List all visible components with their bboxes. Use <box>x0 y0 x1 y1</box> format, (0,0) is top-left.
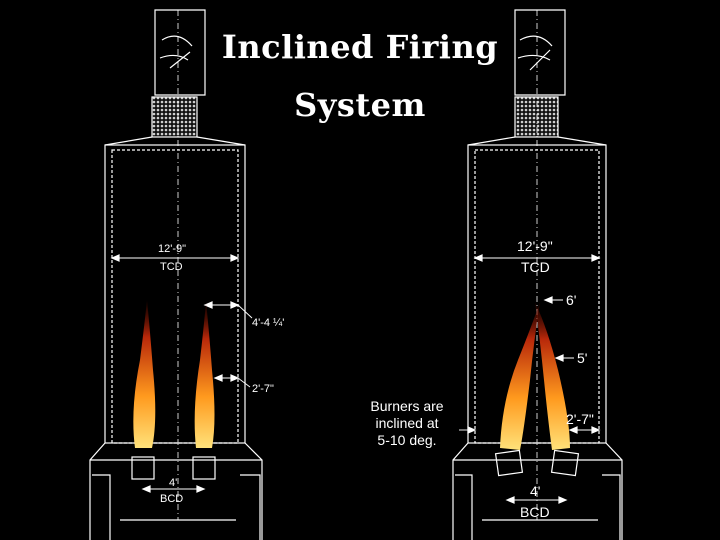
right-burner-1 <box>494 449 524 477</box>
left-flame-2 <box>194 302 215 448</box>
right-flame-2 <box>535 302 570 450</box>
left-damper-blade <box>159 35 193 69</box>
left-burner-offset-label: 2'-7" <box>252 383 274 395</box>
left-flame-offset-label: 4'-4 ¼' <box>252 317 284 329</box>
right-stack <box>514 9 566 96</box>
left-burner-leader <box>237 377 251 388</box>
note-line-2: inclined at <box>375 415 439 431</box>
right-transition <box>467 136 607 146</box>
right-mid-offset-label: 5' <box>577 350 587 366</box>
title-line-1: Inclined Firing <box>221 28 499 66</box>
right-bcd-value: 4' <box>530 483 540 499</box>
left-shell-outer <box>104 144 246 444</box>
left-damper-mesh <box>151 96 198 138</box>
left-burner-1 <box>131 456 155 480</box>
right-base <box>452 442 623 540</box>
left-flame-leader <box>237 304 253 319</box>
left-tcd-value: 12'-9" <box>158 243 186 255</box>
right-burner-offset-label: 2'-7" <box>566 411 594 427</box>
title-line-2: System <box>294 86 426 124</box>
left-base <box>89 442 263 540</box>
right-furnace <box>452 9 623 540</box>
left-furnace <box>89 9 263 540</box>
right-burner-2 <box>550 449 580 477</box>
right-tip-offset-label: 6' <box>566 292 576 308</box>
inclination-note: Burners are inclined at 5-10 deg. <box>356 398 458 449</box>
left-transition <box>104 136 246 146</box>
right-shell-outer <box>467 144 607 444</box>
note-line-3: 5-10 deg. <box>377 432 437 448</box>
left-stack <box>154 9 206 96</box>
right-flame-1 <box>500 302 540 450</box>
right-damper-mesh <box>514 96 559 138</box>
right-tcd-label: TCD <box>521 259 550 275</box>
right-bcd-label: BCD <box>520 504 550 520</box>
left-bcd-label: BCD <box>160 493 183 505</box>
left-tcd-label: TCD <box>160 261 183 273</box>
note-line-1: Burners are <box>370 398 444 414</box>
left-burner-2 <box>192 456 216 480</box>
left-tcd-arrows <box>110 254 240 262</box>
right-tcd-value: 12'-9" <box>517 238 553 254</box>
left-bcd-value: 4' <box>169 477 177 489</box>
left-shell-inner <box>111 149 239 444</box>
left-flame-1 <box>133 300 156 448</box>
